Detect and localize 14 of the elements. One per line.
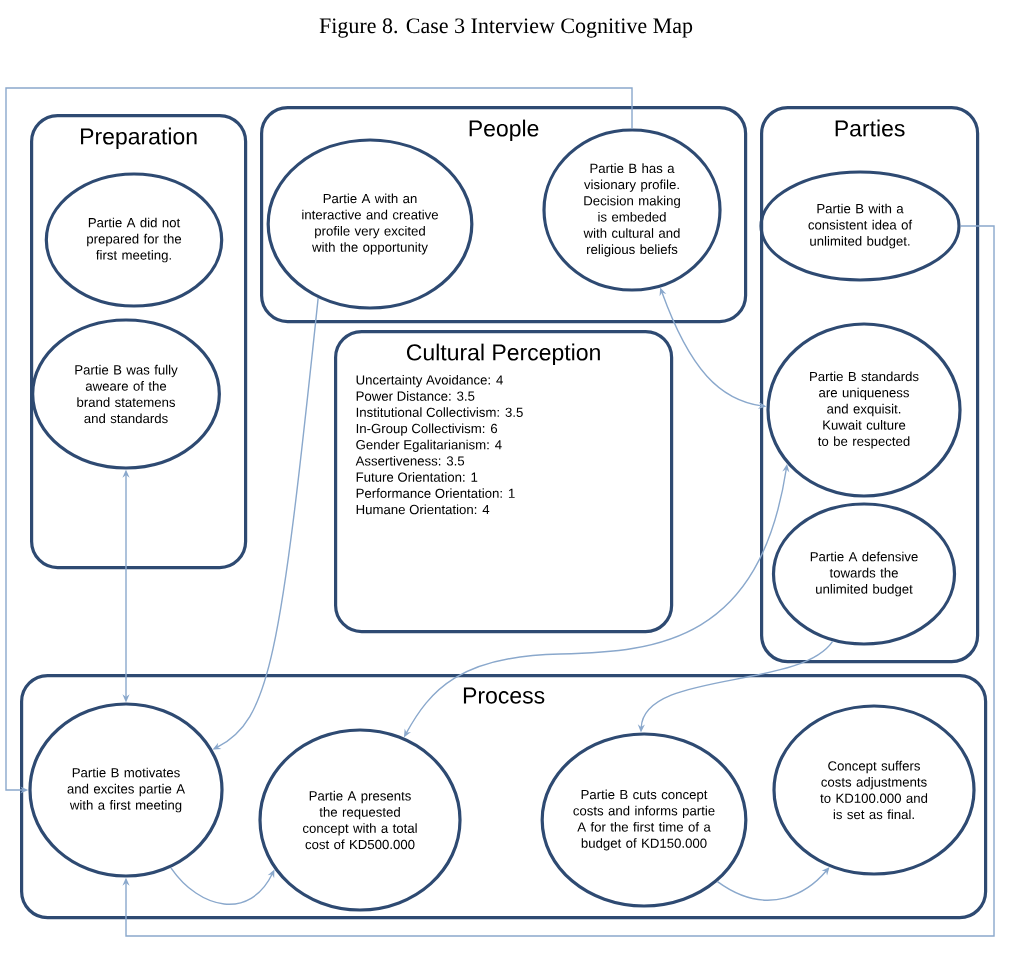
group-title: Parties <box>835 119 905 137</box>
arrow <box>122 225 995 937</box>
group-title: Cultural Perception <box>406 343 600 366</box>
group-box <box>30 114 248 570</box>
arrow <box>716 867 830 901</box>
group-title: Process <box>463 687 545 704</box>
group-box <box>20 674 988 920</box>
group-box <box>334 330 674 634</box>
figure-title: Figure 8. Case 3 Interview Cognitive Map <box>319 18 693 38</box>
group-box <box>760 106 980 664</box>
group-title: Preparation <box>81 127 197 150</box>
group-title: People <box>469 119 539 142</box>
group-box <box>260 106 748 324</box>
arrow <box>170 867 275 905</box>
